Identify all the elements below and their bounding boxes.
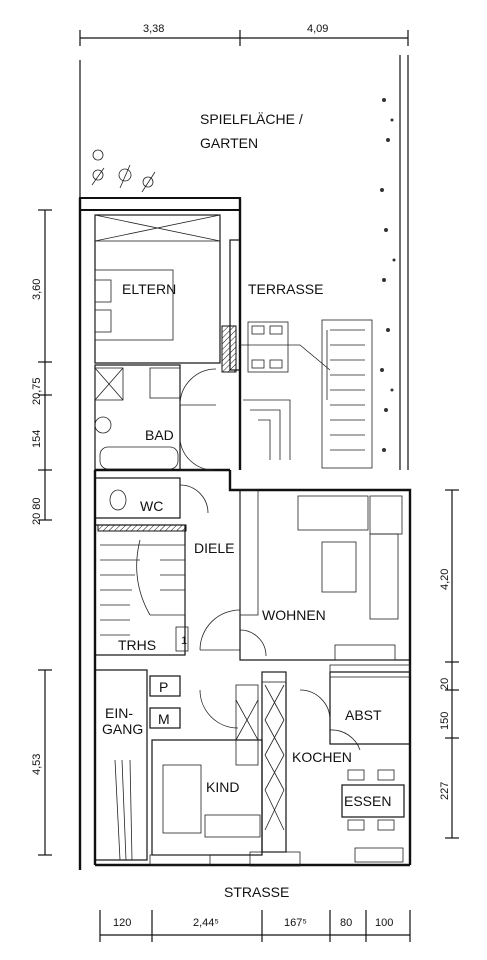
dim-bottom-2: 2,44⁵	[193, 917, 219, 929]
room-abst	[329, 664, 411, 745]
dim-bottom-5: 100	[375, 917, 393, 929]
bottom-dimension: 120 2,44⁵ 167⁵ 80 100	[99, 910, 411, 942]
dim-top-2: 4,09	[307, 23, 328, 35]
dim-bottom-3: 167⁵	[284, 917, 307, 929]
dim-left-2: 20,75	[31, 377, 43, 405]
label-trhs: TRHS	[118, 637, 156, 653]
street-windows	[149, 847, 404, 867]
label-abst: ABST	[345, 707, 382, 723]
label-bad: BAD	[145, 427, 174, 443]
dim-left-1: 3,60	[31, 279, 43, 300]
label-strasse: STRASSE	[224, 884, 289, 900]
entrance	[94, 669, 181, 861]
label-m: M	[158, 711, 170, 727]
room-wohnen	[239, 489, 411, 661]
outer-walls	[78, 197, 412, 870]
stair-number: 1	[181, 635, 187, 647]
flower-icon	[91, 149, 156, 193]
dim-bottom-4: 80	[340, 917, 352, 929]
room-eltern	[94, 214, 241, 373]
room-kochen	[261, 671, 287, 853]
garden-area	[79, 55, 409, 470]
room-essen	[341, 769, 405, 831]
left-dimension: 3,60 20,75 154 20 80 4,53	[31, 209, 52, 856]
dim-left-3: 154	[31, 430, 43, 448]
outdoor-stairs	[243, 319, 373, 469]
label-essen: ESSEN	[344, 793, 391, 809]
label-eingang-2: GANG	[102, 721, 143, 737]
dim-left-4: 20 80	[31, 497, 43, 525]
label-p: P	[159, 679, 168, 695]
label-wohnen: WOHNEN	[262, 607, 326, 623]
dim-right-4: 227	[439, 782, 451, 800]
dim-right-1: 4,20	[439, 569, 451, 590]
label-kochen: KOCHEN	[292, 749, 352, 765]
terrace-furniture	[240, 321, 331, 373]
label-eingang-1: EIN-	[105, 705, 133, 721]
staircase	[94, 524, 189, 656]
label-kind: KIND	[206, 779, 239, 795]
room-bad	[94, 364, 181, 471]
right-dimension: 4,20 20 150 227	[439, 489, 459, 839]
dim-right-2: 20	[439, 678, 451, 690]
label-terrasse: TERRASSE	[248, 281, 323, 297]
room-wc	[94, 477, 181, 519]
dim-left-5: 4,53	[31, 754, 43, 775]
dim-bottom-1: 120	[113, 917, 131, 929]
label-garden-2: GARTEN	[200, 135, 258, 151]
dim-right-3: 150	[439, 712, 451, 730]
label-wc: WC	[140, 498, 163, 514]
top-dimension: 3,38 4,09	[79, 23, 409, 46]
label-garden: SPIELFLÄCHE /	[200, 111, 303, 127]
label-diele: DIELE	[194, 540, 234, 556]
dim-top-1: 3,38	[143, 23, 164, 35]
label-eltern: ELTERN	[122, 281, 176, 297]
